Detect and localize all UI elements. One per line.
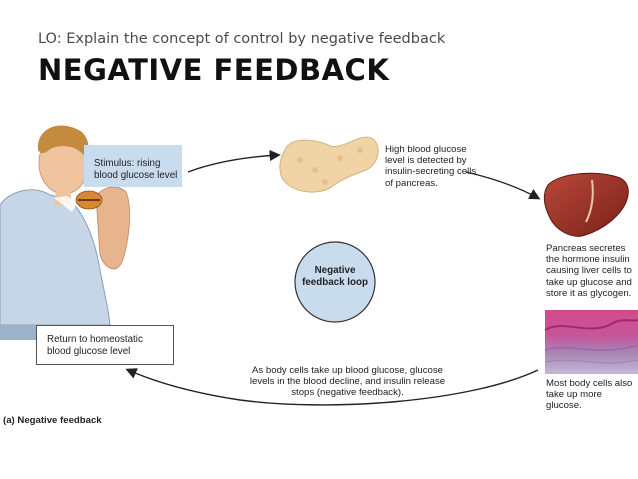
liver-illustration: [543, 172, 629, 237]
body-tissue-illustration: [544, 310, 638, 374]
glucose-decline-label: As body cells take up blood glucose, glu…: [249, 365, 446, 399]
pancreas-illustration: [279, 136, 379, 193]
learning-objective: LO: Explain the concept of control by ne…: [38, 31, 446, 47]
figure-caption: (a) Negative feedback: [3, 415, 102, 426]
return-homeostasis-box: Return to homeostatic blood glucose leve…: [36, 325, 174, 365]
person-eating-illustration: [0, 125, 130, 340]
arrow-body-to-return: [125, 368, 539, 406]
feedback-loop-circle: [294, 241, 376, 323]
high-glucose-label: High blood glucose level is detected by …: [385, 144, 477, 189]
body-cells-label: Most body cells also take up more glucos…: [546, 378, 633, 412]
stimulus-box: Stimulus: rising blood glucose level: [84, 145, 182, 187]
page-title: NEGATIVE FEEDBACK: [38, 53, 390, 87]
feedback-loop-label: Negative feedback loop: [302, 265, 368, 288]
arrow-pancreas-to-liver: [465, 171, 541, 200]
pancreas-secretes-label: Pancreas secretes the hormone insulin ca…: [546, 243, 632, 299]
arrow-stimulus-to-pancreas: [187, 149, 281, 173]
